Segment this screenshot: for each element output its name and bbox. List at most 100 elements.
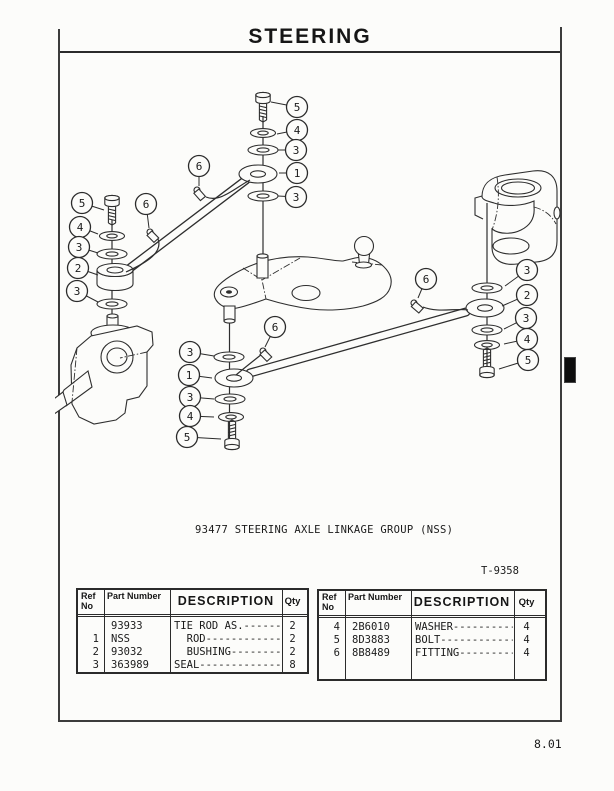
cell-qty: 4	[523, 621, 530, 633]
cell-desc: TIE ROD AS.--------------	[174, 620, 282, 632]
cell-ref: 4	[333, 621, 340, 633]
svg-text:3: 3	[76, 241, 83, 254]
column-divider	[345, 591, 347, 679]
cell-qty: 4	[523, 647, 530, 659]
svg-text:3: 3	[293, 144, 300, 157]
callout-4: 4	[178, 404, 215, 428]
grease-fitting-icon	[408, 298, 425, 315]
svg-text:3: 3	[524, 264, 531, 277]
callout-3: 3	[277, 185, 308, 209]
tie-rod-end-bushing	[96, 262, 134, 292]
header-description: DESCRIPTION	[413, 595, 511, 609]
cell-qty: 2	[289, 646, 296, 658]
cell-ref: 3	[92, 659, 99, 671]
column-divider	[514, 591, 516, 679]
callout-6: 6	[134, 192, 158, 229]
callout-3: 3	[67, 235, 99, 259]
cell-qty: 2	[289, 620, 296, 632]
table-header: Ref No Part Number DESCRIPTION Qty	[78, 590, 307, 617]
washer	[249, 128, 277, 138]
header-description: DESCRIPTION	[177, 594, 275, 608]
parts-table-left: Ref No Part Number DESCRIPTION Qty 93933…	[76, 588, 309, 674]
center-steering-arm	[213, 235, 392, 324]
page-border-right	[560, 27, 562, 722]
cell-part: 93032	[111, 646, 143, 658]
table-row: 93933 TIE ROD AS.-------------- 2	[78, 620, 307, 633]
svg-text:4: 4	[524, 333, 531, 346]
callout-2: 2	[501, 283, 539, 307]
cell-qty: 8	[289, 659, 296, 671]
svg-text:6: 6	[272, 321, 279, 334]
callout-3: 3	[278, 138, 308, 162]
svg-text:3: 3	[523, 312, 530, 325]
svg-text:3: 3	[187, 346, 194, 359]
washer	[96, 248, 128, 260]
callout-6: 6	[263, 315, 287, 348]
cell-desc: FITTING------------------	[415, 647, 513, 659]
table-body: 42B6010WASHER-------------------458D3883…	[319, 618, 545, 660]
svg-text:3: 3	[293, 191, 300, 204]
right-steering-knuckle	[474, 170, 561, 265]
column-divider	[411, 591, 413, 679]
callout-3: 3	[178, 340, 215, 364]
cell-part: 8D3883	[352, 634, 390, 646]
callout-2: 2	[66, 256, 99, 280]
cell-part: 2B6010	[352, 621, 390, 633]
cell-desc: BUSHING----------------	[186, 646, 282, 658]
grease-fittings	[125, 179, 469, 376]
callout-4: 4	[276, 118, 309, 142]
svg-text:3: 3	[187, 391, 194, 404]
cell-ref: 1	[92, 633, 99, 645]
svg-text:1: 1	[294, 167, 301, 180]
tie-rod-end-eye	[214, 368, 254, 388]
washer	[96, 298, 128, 310]
cell-part: 363989	[111, 659, 149, 671]
callout-4: 4	[68, 215, 99, 239]
callout-5: 5	[70, 191, 105, 215]
figure-reference: T-9358	[481, 565, 519, 577]
cell-part: NSS	[111, 633, 130, 645]
callout-3: 3	[503, 306, 538, 330]
washer	[471, 282, 503, 294]
svg-text:2: 2	[524, 289, 531, 302]
svg-text:5: 5	[184, 431, 191, 444]
svg-text:5: 5	[79, 197, 86, 210]
tie-rod-end-eye	[238, 164, 278, 184]
cell-ref: 2	[92, 646, 99, 658]
washer	[471, 324, 503, 336]
svg-text:6: 6	[143, 198, 150, 211]
header-qty: Qty	[518, 597, 535, 608]
callout-6: 6	[414, 267, 438, 299]
page-border-bottom	[58, 720, 562, 722]
svg-text:6: 6	[423, 273, 430, 286]
cell-part: 93933	[111, 620, 143, 632]
header-part-number: Part Number	[348, 592, 403, 602]
header-qty: Qty	[284, 596, 301, 607]
svg-text:6: 6	[196, 160, 203, 173]
column-divider	[282, 590, 284, 672]
page-title: STEERING	[248, 25, 372, 48]
grease-fitting-icon	[257, 346, 274, 363]
cell-ref: 5	[333, 634, 340, 646]
washer	[247, 144, 279, 156]
callout-3: 3	[65, 279, 99, 303]
tie-rod-right	[214, 298, 505, 388]
cell-desc: ROD--------------------	[186, 633, 282, 645]
cell-ref: 6	[333, 647, 340, 659]
callout-4: 4	[503, 327, 539, 351]
bolt	[224, 419, 240, 451]
callout-1: 1	[279, 161, 309, 185]
callout-3: 3	[504, 258, 539, 287]
callout-5: 5	[498, 348, 540, 372]
washer	[247, 190, 279, 202]
washer	[98, 231, 126, 241]
washer	[213, 351, 245, 363]
cell-qty: 4	[523, 634, 530, 646]
